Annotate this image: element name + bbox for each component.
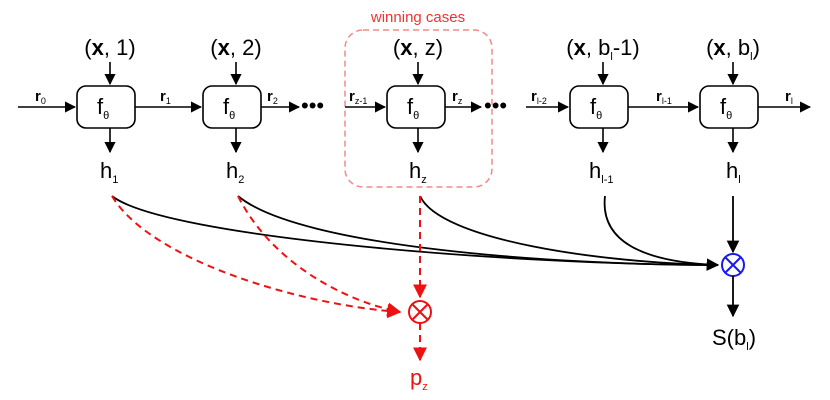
r-z-label: rz: [452, 88, 463, 106]
r0-label: r0: [35, 88, 46, 106]
red-dashed-h2-to-red-node: [237, 195, 402, 317]
input-label-1: (x, 1): [84, 35, 135, 60]
step-z: (x, z) fθ hz: [386, 35, 446, 186]
f-theta-label-2: fθ: [223, 94, 235, 122]
f-theta-label-z: fθ: [407, 94, 419, 122]
h-label-l-minus-1: hl-1: [589, 158, 613, 186]
r2-label: r2: [267, 88, 278, 106]
step-2: (x, 2) fθ h2: [202, 35, 262, 186]
h-label-2: h2: [226, 158, 244, 186]
curve-hz-to-combine: [419, 195, 719, 266]
curve-hl-minus-1-to-combine: [603, 195, 720, 271]
ellipsis-1: •••: [301, 93, 324, 118]
combine-node-red: [408, 300, 432, 324]
input-label-z: (x, z): [393, 35, 443, 60]
r-l-minus-1-label: rl-1: [656, 88, 672, 106]
f-theta-label-1: fθ: [97, 94, 109, 122]
score-label: S(bl): [712, 325, 756, 353]
h-label-z: hz: [409, 158, 427, 186]
winning-cases-caption: winning cases: [370, 9, 465, 26]
r1-label: r1: [160, 88, 171, 106]
combine-node-blue: [721, 253, 745, 277]
input-label-l: (x, bl): [706, 35, 760, 63]
step-l: (x, bl) fθ hl: [699, 35, 760, 186]
input-label-l-minus-1: (x, bl-1): [566, 35, 639, 63]
f-theta-label-l: fθ: [720, 94, 732, 122]
step-1: (x, 1) fθ h1: [76, 35, 136, 186]
winning-cases-box: [344, 29, 493, 188]
h-label-1: h1: [100, 158, 118, 186]
step-l-minus-1: (x, bl-1) fθ hl-1: [566, 35, 639, 186]
curve-h2-to-combine: [237, 195, 719, 266]
f-theta-label-l-minus-1: fθ: [590, 94, 602, 122]
pz-label: pz: [410, 365, 428, 393]
curve-h1-to-combine: [111, 195, 719, 266]
r-z-minus-1-label: rz-1: [349, 88, 367, 106]
h-label-l: hl: [726, 158, 741, 186]
r-l-label: rl: [785, 88, 793, 106]
r-l-minus-2-label: rl-2: [531, 88, 547, 106]
input-label-2: (x, 2): [210, 35, 261, 60]
red-dashed-h1-to-red-node: [111, 195, 402, 319]
ellipsis-2: •••: [484, 93, 507, 118]
